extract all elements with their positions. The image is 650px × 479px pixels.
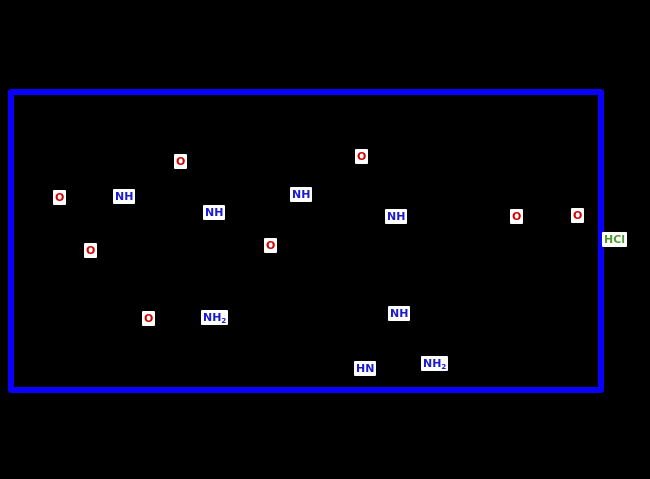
oxygen-atom-label: O bbox=[264, 238, 278, 253]
nitrogen-nh-label: NH bbox=[203, 205, 226, 220]
oxygen-atom-label: O bbox=[355, 149, 369, 164]
oxygen-atom-label: O bbox=[84, 243, 98, 258]
nitrogen-nh-label: NH bbox=[385, 209, 408, 224]
nitrogen-nh-label: NH bbox=[388, 306, 411, 321]
oxygen-atom-label: O bbox=[571, 208, 585, 223]
nitrogen-hn-label: HN bbox=[354, 361, 377, 376]
oxygen-atom-label: O bbox=[174, 154, 188, 169]
oxygen-atom-label: O bbox=[142, 311, 156, 326]
nitrogen-nh-label: NH bbox=[113, 189, 136, 204]
hcl-counterion-label: HCl bbox=[602, 232, 628, 247]
oxygen-atom-label: O bbox=[510, 209, 524, 224]
amine-nh2-label: NH2 bbox=[421, 356, 449, 371]
oxygen-atom-label: O bbox=[53, 190, 67, 205]
nitrogen-nh-label: NH bbox=[290, 187, 313, 202]
molecule-frame bbox=[8, 89, 604, 393]
amine-nh2-label: NH2 bbox=[201, 310, 229, 325]
